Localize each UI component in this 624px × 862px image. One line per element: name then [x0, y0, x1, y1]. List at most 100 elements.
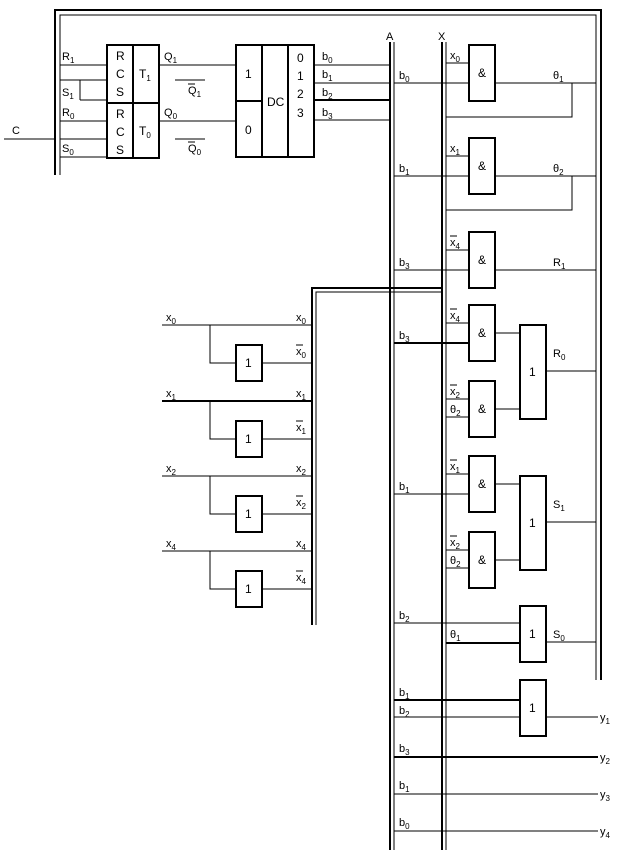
dc-label: DC: [267, 95, 285, 109]
not-gate: 1: [235, 344, 263, 382]
and-gate: &: [468, 231, 496, 289]
not-gate-symbol: 1: [245, 582, 252, 596]
bus-tap-label: b1: [399, 163, 410, 177]
bus-tap-label: b3: [399, 743, 410, 757]
trigger-input-label: S0: [62, 143, 74, 157]
not-gate-symbol: 1: [245, 356, 252, 370]
external-input-label: x2: [166, 463, 177, 477]
output-label: y4: [600, 826, 611, 840]
bus-a: A: [386, 31, 395, 850]
bus-input-label: x2: [296, 463, 307, 477]
gate-output-label: R0: [553, 348, 566, 362]
not-gate: 1: [235, 495, 263, 533]
or-gate: 1: [519, 475, 547, 571]
svg-text:R: R: [116, 107, 125, 121]
or-gate-symbol: 1: [529, 516, 536, 530]
and-gate: &: [468, 455, 496, 513]
and-gate-symbol: &: [478, 553, 486, 567]
gate-input-label: x2: [450, 386, 461, 400]
trigger-output-label: Q0: [164, 107, 178, 121]
external-input-label: x0: [166, 312, 177, 326]
bus-tap-label: b1: [399, 687, 410, 701]
svg-text:C: C: [116, 67, 125, 81]
gate-input-label: x4: [450, 237, 461, 251]
gate-output-label: S0: [553, 629, 565, 643]
input-pair-x2: x2 x2 1 x2: [162, 463, 312, 533]
svg-text:S: S: [116, 85, 124, 99]
and-gate: &: [468, 137, 496, 195]
trigger-t0: R C S T0: [106, 102, 160, 159]
or-gate-symbol: 1: [529, 627, 536, 641]
output-label: y3: [600, 789, 611, 803]
trigger-t1: R C S T1: [106, 44, 160, 104]
gate-output-label: θ1: [553, 70, 564, 84]
bus-input-label: x0: [296, 346, 307, 360]
and-gate-symbol: &: [478, 253, 486, 267]
svg-text:S: S: [116, 143, 124, 157]
and-gate: &: [468, 44, 496, 102]
and-gate-symbol: &: [478, 326, 486, 340]
bus-tap-label: b0: [399, 70, 410, 84]
gate-output-label: S1: [553, 499, 565, 513]
gate-input-label: x1: [450, 461, 461, 475]
gate-input-label: x0: [450, 50, 461, 64]
svg-text:3: 3: [297, 106, 304, 120]
or-gate: 1: [519, 324, 547, 420]
gate-input-label: x1: [450, 143, 461, 157]
not-gate-symbol: 1: [245, 432, 252, 446]
svg-text:R: R: [116, 49, 125, 63]
bus-input-label: x4: [296, 572, 307, 586]
bus-input-label: x1: [296, 422, 307, 436]
group-r0: & & 1 b3 x4 x2 θ2 R0: [394, 304, 596, 438]
bus-tap-label: b3: [399, 257, 410, 271]
dc-input-1: 1: [245, 67, 252, 81]
and-gate-symbol: &: [478, 66, 486, 80]
and-gate-group: & b1 x1 θ2: [394, 137, 596, 211]
dc-output-label: b0: [322, 51, 333, 65]
trigger-input-label: R1: [62, 51, 75, 65]
or-gate-symbol: 1: [529, 701, 536, 715]
trigger-output-label: Q0: [188, 143, 202, 157]
bus-input-label: x1: [296, 388, 307, 402]
and-gate-symbol: &: [478, 159, 486, 173]
and-gate: &: [468, 380, 496, 438]
dc-output-label: b2: [322, 87, 333, 101]
bus-input-label: x2: [296, 497, 307, 511]
gate-input-label: x4: [450, 310, 461, 324]
bus-x-label: X: [438, 31, 446, 43]
output-label: y1: [600, 712, 611, 726]
not-gate-symbol: 1: [245, 507, 252, 521]
output-label: y2: [600, 752, 611, 766]
and-gate-symbol: &: [478, 477, 486, 491]
gate-input-label: θ1: [450, 629, 461, 643]
gate-input-label: θ2: [450, 555, 461, 569]
svg-text:T1: T1: [139, 67, 151, 83]
gate-output-label: R1: [553, 257, 566, 271]
and-gate-group: & b0 x0 θ1: [394, 44, 596, 118]
dc-input-0: 0: [245, 123, 252, 137]
not-gate: 1: [235, 420, 263, 458]
trigger-output-label: Q1: [188, 85, 202, 99]
external-input-label: x4: [166, 538, 177, 552]
decoder-outputs: b0 b1 b2 b3: [314, 51, 390, 121]
bus-tap-label: b1: [399, 481, 410, 495]
svg-text:0: 0: [297, 51, 304, 65]
gate-input-label: θ2: [450, 404, 461, 418]
bus-input-label: x0: [296, 312, 307, 326]
bus-tap-label: b3: [399, 330, 410, 344]
dc-output-label: b1: [322, 69, 333, 83]
gate-output-label: θ2: [553, 163, 564, 177]
svg-text:2: 2: [297, 87, 304, 101]
or-gate-symbol: 1: [529, 365, 536, 379]
bus-tap-label: b1: [399, 780, 410, 794]
dc-output-label: b3: [322, 107, 333, 121]
bus-input-label: x4: [296, 538, 307, 552]
bus-x: X: [438, 31, 447, 850]
